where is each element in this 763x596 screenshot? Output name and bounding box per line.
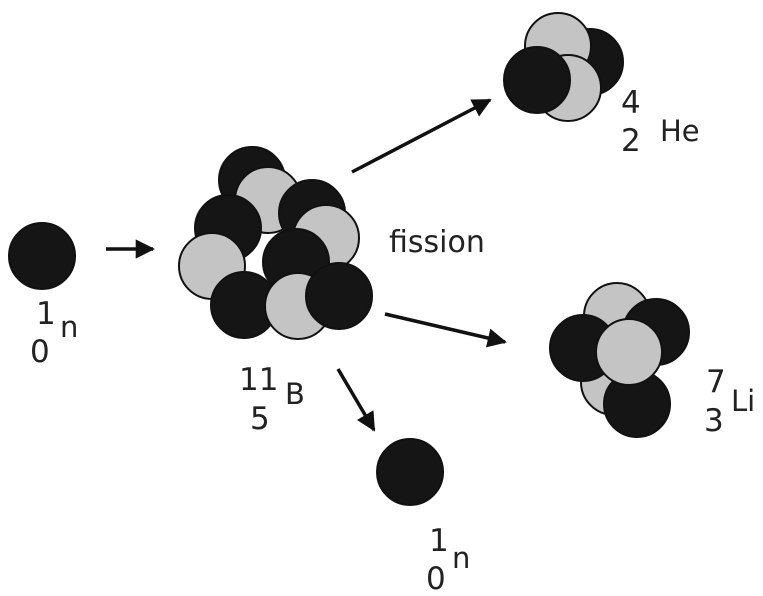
element-symbol: Li bbox=[731, 384, 755, 418]
arrow-to-neutron bbox=[336, 368, 376, 432]
mass-number: 1 bbox=[429, 523, 449, 559]
neutron-ball bbox=[503, 46, 571, 114]
label-outgoing-neutron: 1 0 n bbox=[426, 523, 470, 596]
element-symbol: He bbox=[660, 114, 700, 148]
atomic-number: 3 bbox=[704, 403, 724, 439]
helium-nucleus bbox=[503, 12, 624, 122]
lithium-nucleus bbox=[549, 282, 690, 438]
fission-label: fission bbox=[389, 225, 485, 260]
outgoing-neutron bbox=[376, 438, 444, 506]
element-symbol: n bbox=[60, 310, 78, 344]
boron-nucleus bbox=[178, 146, 373, 340]
mass-number: 4 bbox=[621, 85, 641, 121]
neutron-ball bbox=[376, 438, 444, 506]
arrow-to-helium bbox=[351, 98, 492, 174]
element-symbol: n bbox=[452, 541, 470, 575]
proton-ball bbox=[595, 318, 663, 386]
neutron-ball bbox=[8, 222, 76, 290]
neutron-ball bbox=[305, 262, 373, 330]
label-boron: 11 5 B bbox=[239, 362, 305, 437]
element-symbol: B bbox=[285, 377, 305, 411]
mass-number: 7 bbox=[706, 364, 726, 400]
atomic-number: 5 bbox=[250, 401, 270, 437]
mass-number: 11 bbox=[239, 362, 278, 398]
label-lithium: 7 3 Li bbox=[704, 364, 755, 439]
atomic-number: 2 bbox=[621, 123, 641, 159]
incoming-neutron bbox=[8, 222, 76, 290]
label-helium: 4 2 He bbox=[621, 85, 700, 159]
label-incoming-neutron: 1 0 n bbox=[30, 296, 78, 370]
arrow-to-lithium bbox=[384, 312, 507, 348]
mass-number: 1 bbox=[36, 296, 56, 332]
atomic-number: 0 bbox=[30, 334, 50, 370]
atomic-number: 0 bbox=[426, 561, 446, 596]
